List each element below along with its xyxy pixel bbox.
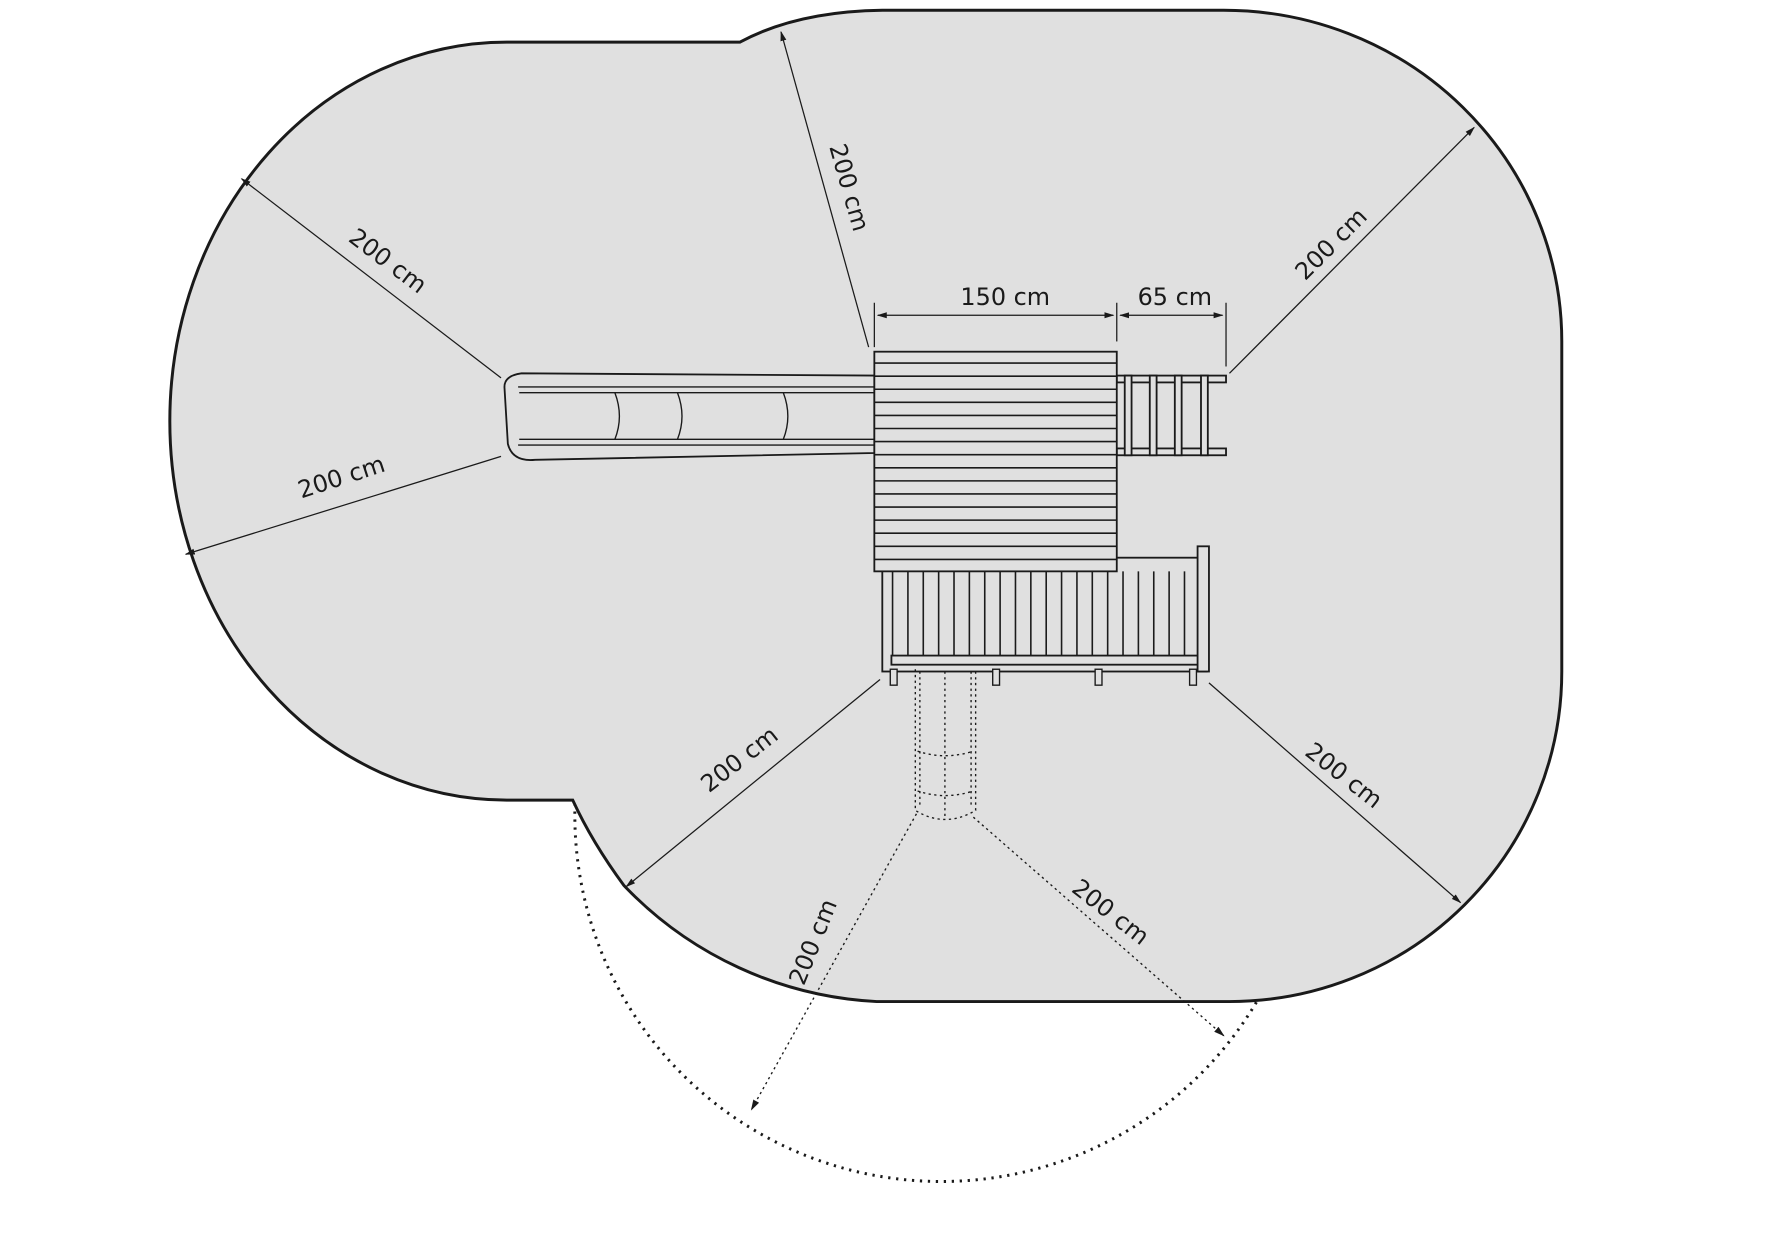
- post-foot: [1188, 668, 1198, 686]
- deck-width-label: 150 cm: [960, 283, 1050, 311]
- crawl-tube: [914, 669, 977, 821]
- wall-panel: [881, 545, 1210, 686]
- post-foot: [889, 668, 898, 686]
- slide: [503, 372, 876, 461]
- safety-zone-area: [168, 8, 1564, 1004]
- ladder-width-label: 65 cm: [1138, 283, 1212, 311]
- post-foot: [1094, 668, 1103, 686]
- ladder: [1115, 374, 1227, 457]
- post-foot: [992, 668, 1001, 686]
- dimension-lines: [184, 30, 1475, 1111]
- deck: [873, 350, 1118, 573]
